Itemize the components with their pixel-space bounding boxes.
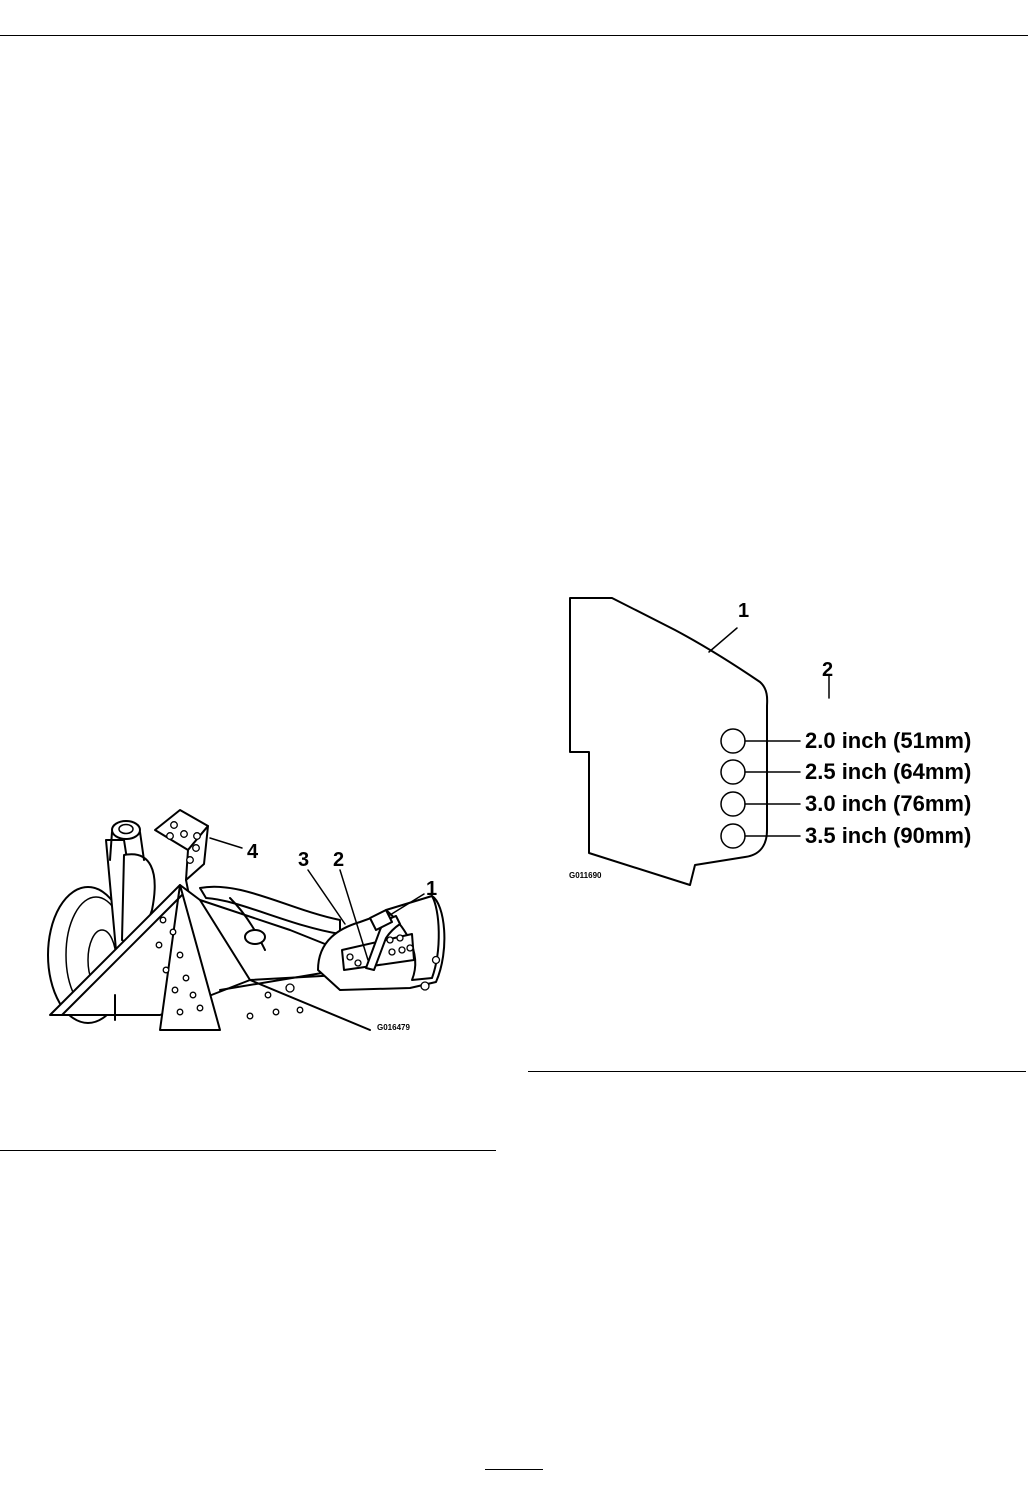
- height-lever-icon: [365, 909, 401, 971]
- right-figure-id: G011690: [569, 871, 602, 880]
- left-figure-id: G016479: [377, 1023, 410, 1032]
- left-callout-3: 3: [298, 849, 309, 871]
- right-callout-2: 2: [822, 659, 833, 681]
- right-callout-1: 1: [738, 600, 749, 622]
- left-callout-4: 4: [247, 841, 259, 863]
- height-bracket-outline: [569, 597, 769, 886]
- deck-height-lever-figure: 4 3 2 1 G016479: [47, 809, 446, 1032]
- left-callout-2: 2: [333, 849, 344, 871]
- left-callout-1: 1: [426, 878, 437, 900]
- height-label-2-5: 2.5 inch (64mm): [805, 759, 971, 784]
- height-holes: [720, 728, 801, 849]
- push-arm-icon: [199, 885, 341, 951]
- left-section-rule: [0, 1150, 496, 1151]
- header-rule: [0, 35, 1028, 36]
- cutting-height-label-figure: 1 2 2.0 inch (51mm) 2.5 inch (64mm) 3.0 …: [569, 597, 971, 886]
- right-section-rule: [528, 1071, 1026, 1072]
- height-label-2-0: 2.0 inch (51mm): [805, 728, 971, 753]
- callout-leaders: [209, 837, 425, 961]
- frame-holes-icon: [155, 916, 304, 1020]
- height-label-3-0: 3.0 inch (76mm): [805, 791, 971, 816]
- height-label-3-5: 3.5 inch (90mm): [805, 823, 971, 848]
- right-leader-1: [708, 627, 738, 653]
- mounting-bracket-icon: [154, 809, 209, 901]
- footer-page-rule: [485, 1469, 543, 1470]
